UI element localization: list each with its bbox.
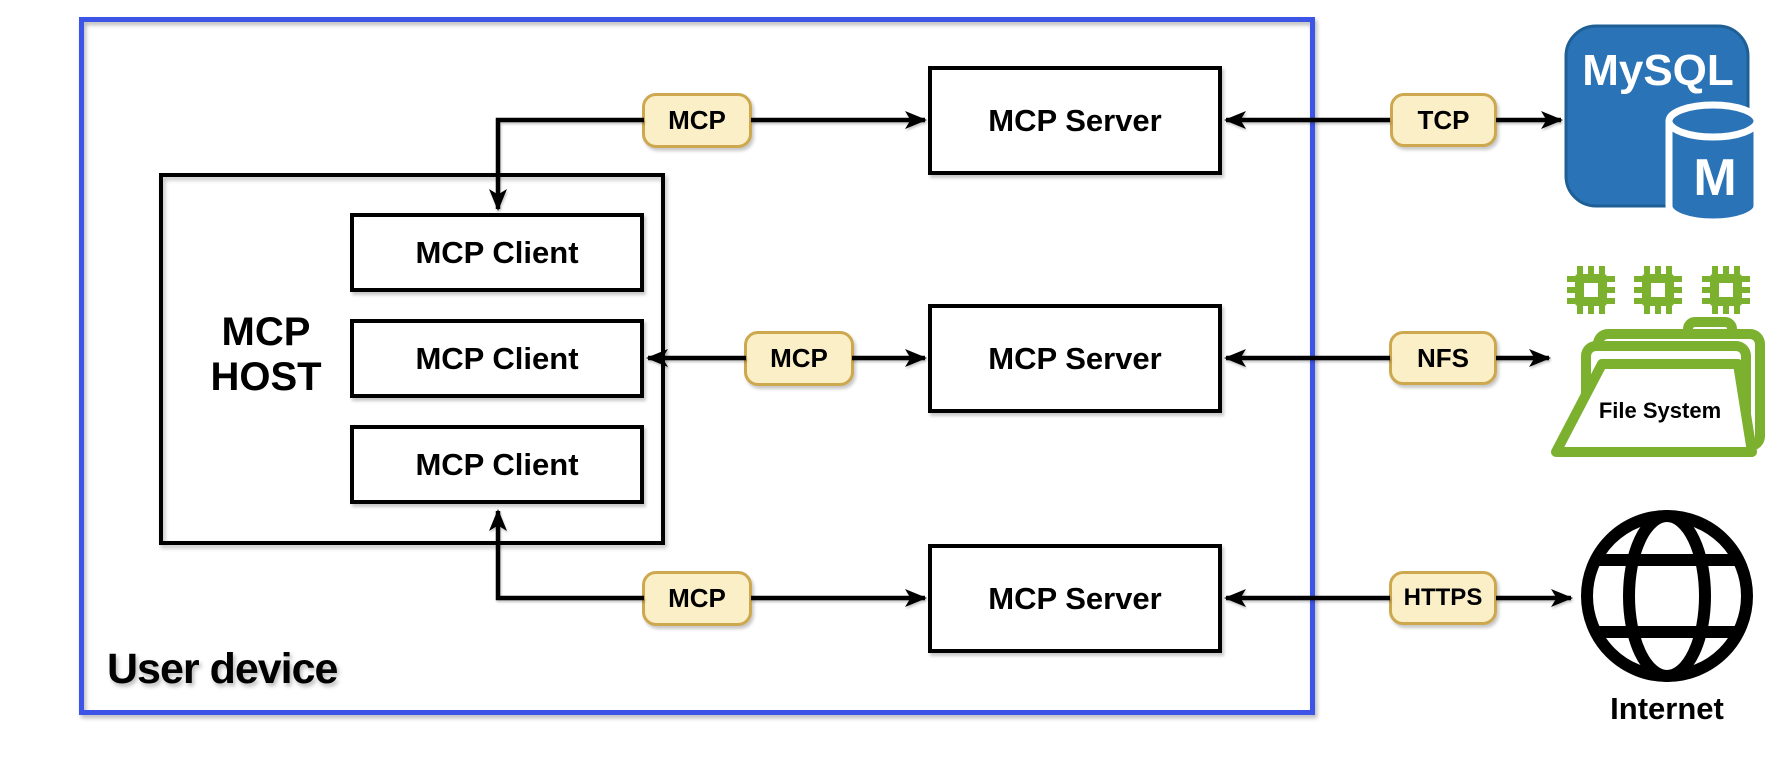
mcp-server-label-3: MCP Server — [988, 580, 1162, 616]
mcp-client-box-3: MCP Client — [350, 425, 644, 504]
tcp-pill: TCP — [1390, 93, 1497, 147]
mcp-server-label-1: MCP Server — [988, 102, 1162, 138]
mcp-host-label: MCP HOST — [180, 310, 352, 400]
mcp-server-label-2: MCP Server — [988, 340, 1162, 376]
mcp-host-label-line1: MCP — [221, 310, 311, 354]
filesystem-folder-icon: File System — [1548, 300, 1787, 470]
mcp-server-box-3: MCP Server — [928, 544, 1222, 653]
internet-globe-icon: Internet — [1575, 503, 1765, 728]
mcp-pill-label-2: MCP — [770, 343, 828, 373]
user-device-label: User device — [107, 645, 338, 693]
mysql-icon: MySQL M — [1563, 23, 1768, 228]
internet-label: Internet — [1610, 691, 1724, 726]
mcp-pill-3: MCP — [642, 571, 752, 626]
nfs-pill: NFS — [1389, 331, 1497, 385]
https-pill: HTTPS — [1389, 571, 1497, 625]
cpu-chips-icon — [1563, 258, 1763, 326]
tcp-pill-label: TCP — [1417, 104, 1470, 135]
mcp-server-box-1: MCP Server — [928, 66, 1222, 175]
mcp-pill-label-1: MCP — [668, 105, 726, 135]
mcp-pill-2: MCP — [744, 331, 854, 386]
mcp-client-label-1: MCP Client — [415, 234, 579, 270]
https-pill-label: HTTPS — [1403, 584, 1483, 611]
mcp-pill-1: MCP — [642, 93, 752, 148]
nfs-pill-label: NFS — [1417, 342, 1469, 373]
mcp-client-label-2: MCP Client — [415, 340, 579, 376]
mcp-client-box-2: MCP Client — [350, 319, 644, 398]
user-device-box: User device — [79, 17, 1315, 715]
mcp-client-label-3: MCP Client — [415, 446, 579, 482]
mcp-pill-label-3: MCP — [668, 583, 726, 613]
mysql-monogram: M — [1693, 149, 1736, 207]
mcp-server-box-2: MCP Server — [928, 304, 1222, 413]
mcp-client-box-1: MCP Client — [350, 213, 644, 292]
mcp-host-label-line2: HOST — [210, 355, 322, 400]
filesystem-label: File System — [1599, 398, 1721, 423]
mysql-label: MySQL — [1582, 46, 1734, 95]
